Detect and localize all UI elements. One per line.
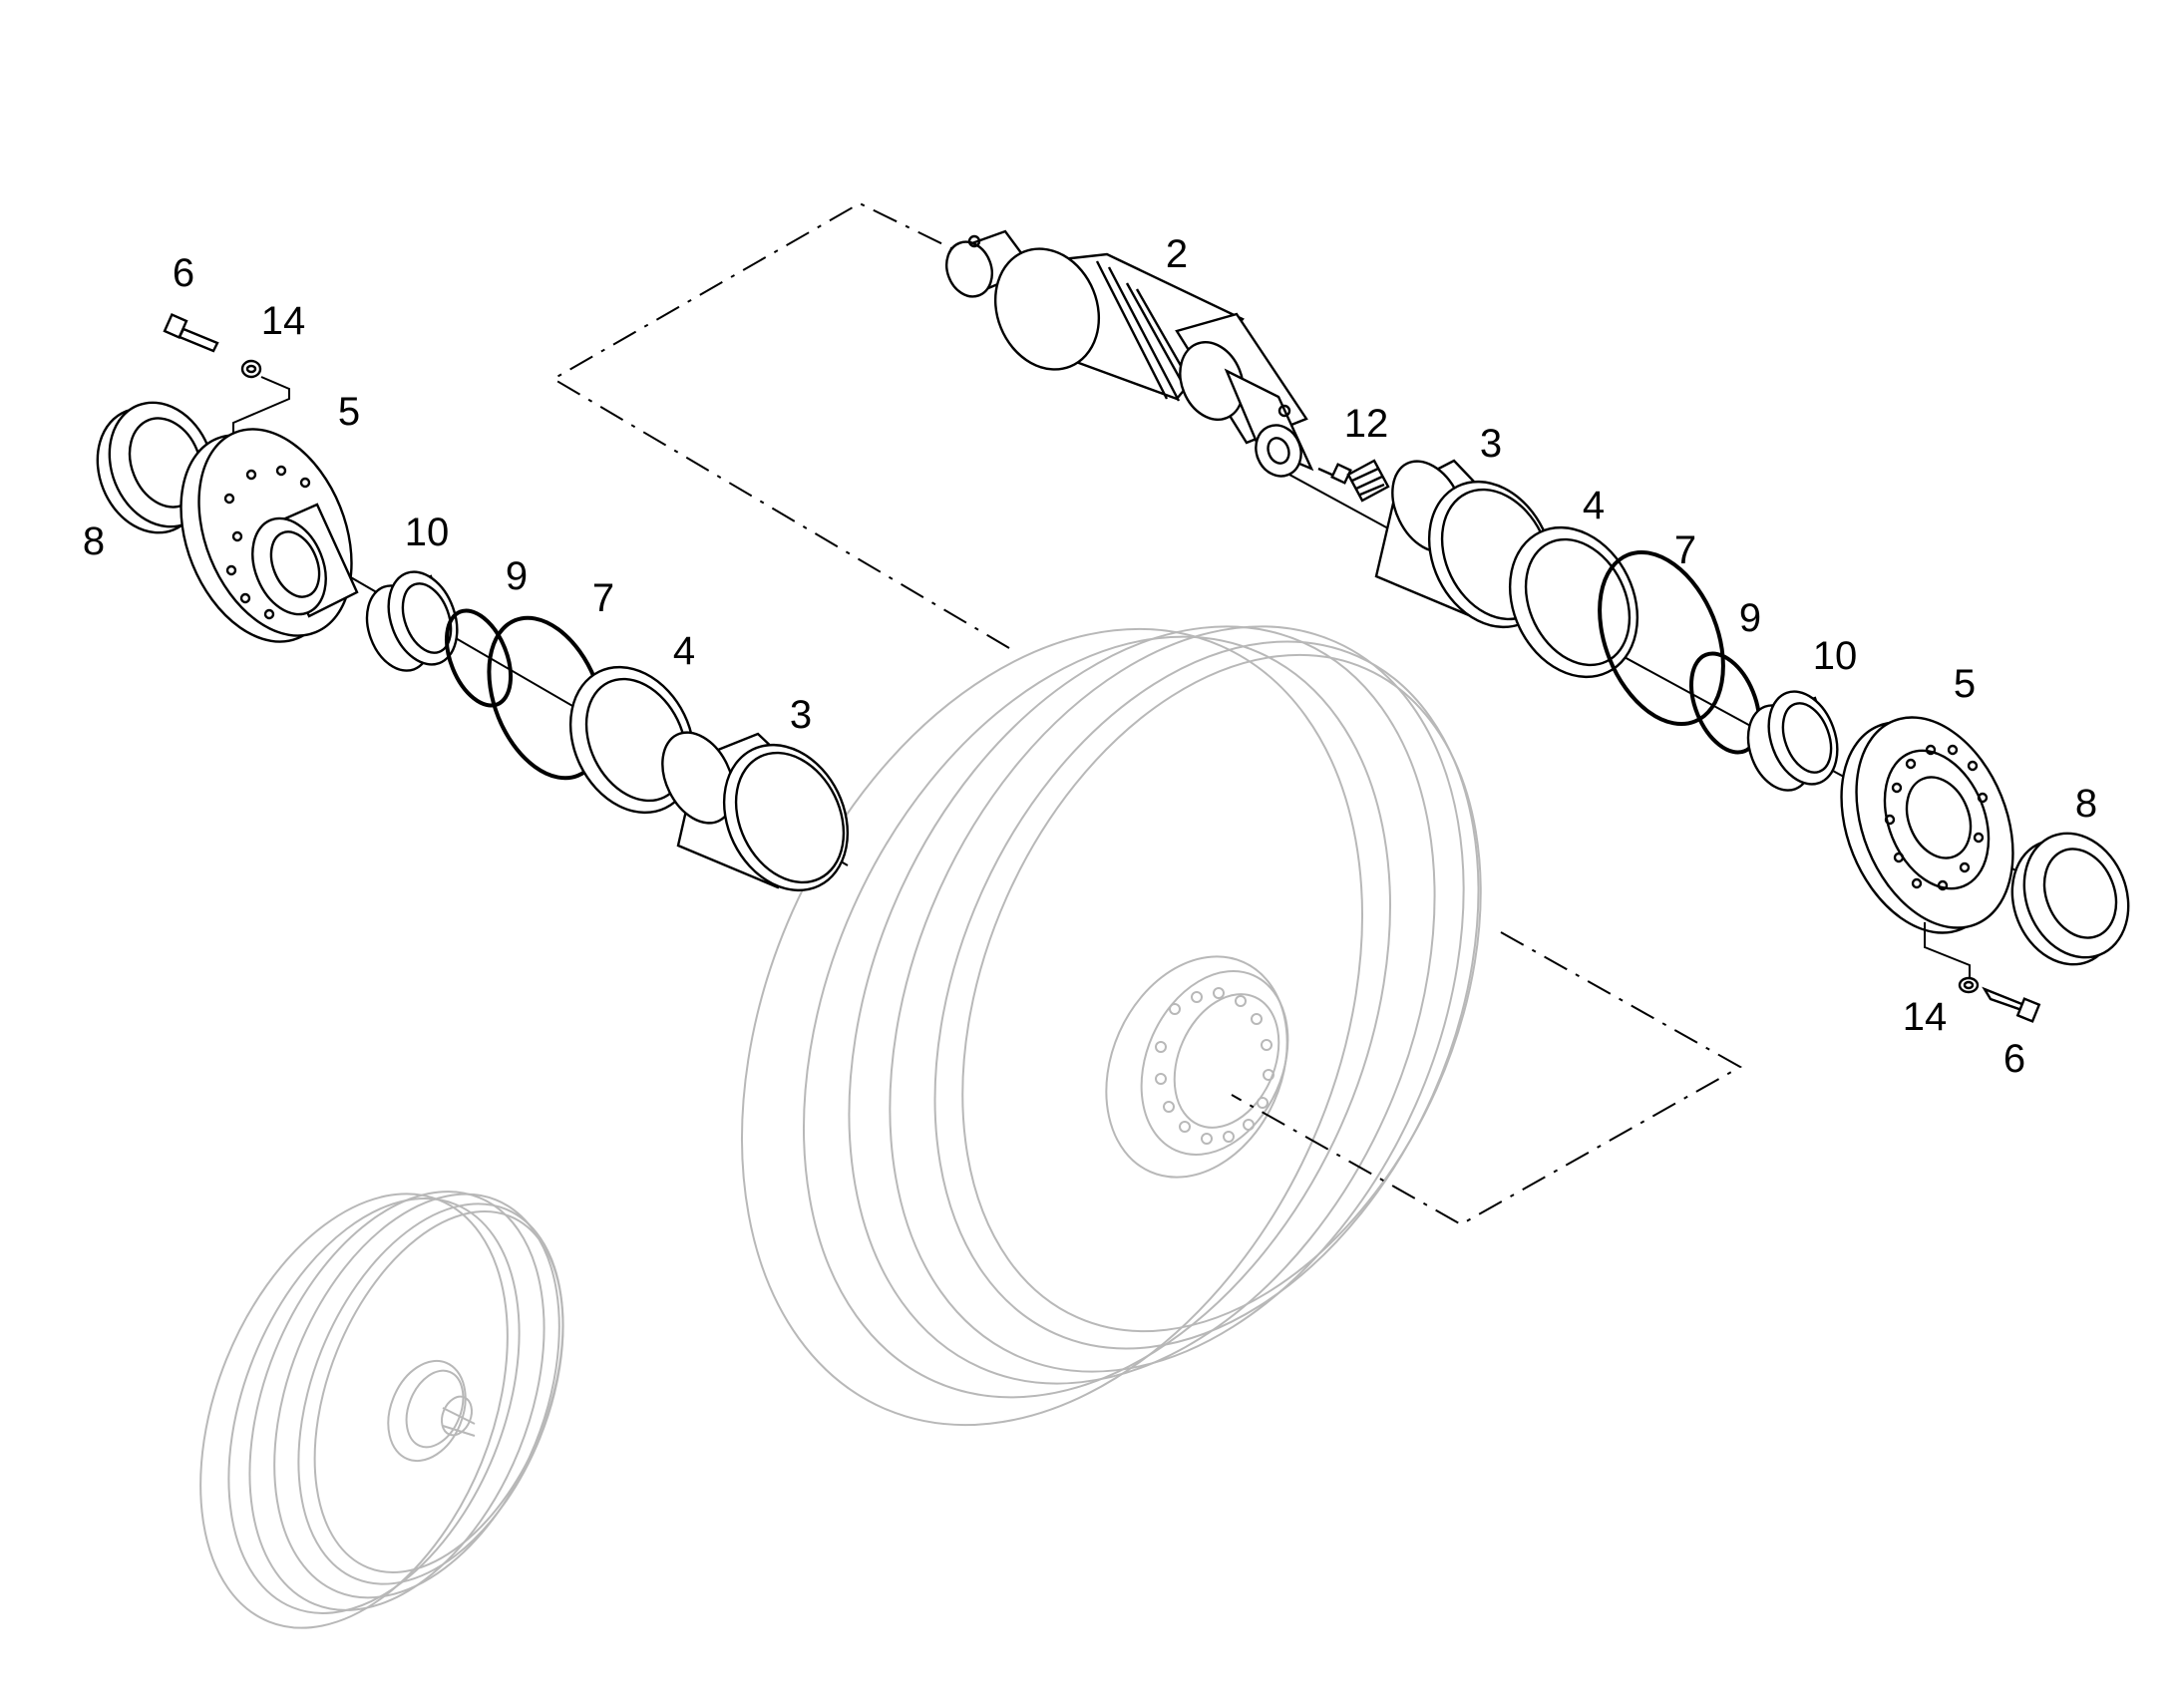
callout-o-ring-small-right: 9 bbox=[1738, 596, 1762, 640]
callout-grease-plug: 12 bbox=[1343, 402, 1389, 446]
collar-right bbox=[1840, 716, 2014, 934]
idler-wheel-large bbox=[741, 625, 1482, 1427]
retainer-ring-right bbox=[2010, 832, 2130, 966]
callout-collar-right: 5 bbox=[1953, 662, 1977, 706]
seal-ring-right bbox=[1746, 690, 1839, 792]
callout-bushing-left: 3 bbox=[789, 693, 813, 737]
o-ring-small-right bbox=[1689, 651, 1761, 755]
idler-wheel-small bbox=[199, 1191, 564, 1629]
callout-washer-left: 14 bbox=[260, 299, 306, 343]
bolt-washer-right bbox=[1924, 922, 2041, 1023]
callout-shaft: 2 bbox=[1165, 232, 1189, 276]
bushing-left bbox=[661, 731, 850, 892]
callout-o-ring-small-left: 9 bbox=[505, 554, 529, 598]
bolt-washer-left bbox=[163, 312, 290, 448]
callout-seal-ring-left: 10 bbox=[404, 511, 450, 554]
callout-o-ring-large-left: 7 bbox=[591, 576, 615, 620]
explosion-frame-lines bbox=[551, 201, 1743, 1226]
callout-o-ring-large-right: 7 bbox=[1673, 528, 1697, 572]
grease-plug bbox=[1317, 459, 1390, 503]
shaft bbox=[945, 229, 1314, 478]
callout-bolt-right: 6 bbox=[2002, 1037, 2026, 1081]
o-ring-large-right bbox=[1598, 549, 1725, 727]
callout-seal-ring-right: 10 bbox=[1812, 634, 1858, 678]
callout-washer-right: 14 bbox=[1902, 995, 1948, 1039]
callout-bushing-right: 3 bbox=[1479, 422, 1503, 466]
callout-retainer-ring-right: 8 bbox=[2074, 782, 2098, 826]
callout-thrust-washer-left: 4 bbox=[672, 629, 696, 673]
callout-retainer-ring-left: 8 bbox=[82, 519, 106, 563]
thrust-washer-right bbox=[1508, 525, 1639, 679]
callout-collar-left: 5 bbox=[337, 390, 361, 434]
o-ring-small-left bbox=[444, 608, 514, 708]
callout-bolt-left: 6 bbox=[172, 251, 195, 295]
collar-left bbox=[180, 428, 359, 643]
seal-ring-left bbox=[365, 570, 459, 672]
callout-thrust-washer-right: 4 bbox=[1582, 484, 1606, 527]
